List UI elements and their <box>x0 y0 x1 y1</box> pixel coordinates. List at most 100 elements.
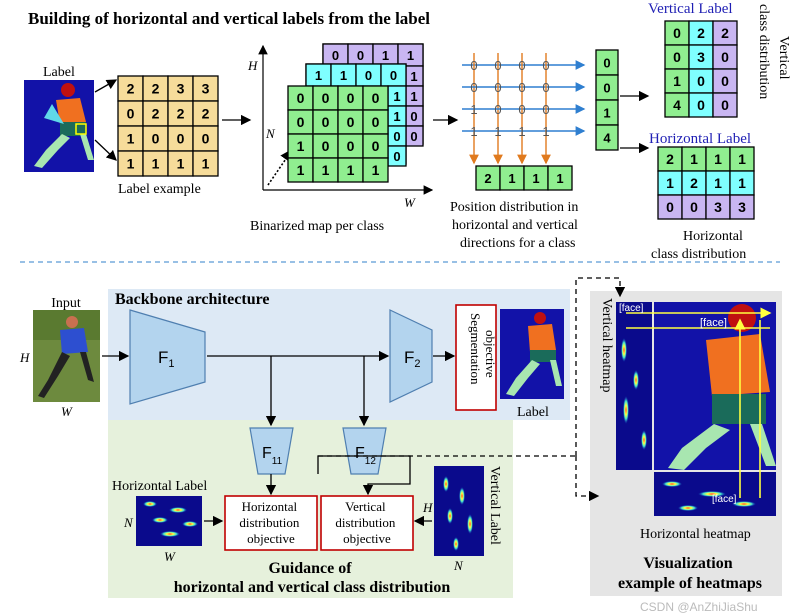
horizontal-label-cell-1-0: 1 <box>666 175 674 191</box>
position-caption: Position distribution in horizontal and … <box>450 200 582 251</box>
horizontal-label-title: Horizontal Label <box>649 131 751 147</box>
binary-cell-2-0: 1 <box>297 138 305 154</box>
col-sum-cell-0: 2 <box>484 171 491 186</box>
f1-label: F1 <box>158 348 175 370</box>
horizontal-label-cell-0-3: 1 <box>738 151 746 167</box>
horizontal-label-cell-2-0: 0 <box>666 199 674 215</box>
purple-top-cell-2: 1 <box>382 48 389 63</box>
face-tag-vertical: [face] <box>619 303 644 314</box>
horizontal-label-cell-0-0: 2 <box>666 151 674 167</box>
f2-label: F2 <box>404 348 421 370</box>
binary-cell-1-0: 0 <box>297 114 305 130</box>
heat-v-n-label: N <box>453 558 464 573</box>
cyan-side-cell-1: 1 <box>393 109 400 124</box>
label-caption: Label <box>43 65 75 80</box>
vertical-label-cell-0-2-bg <box>712 20 738 46</box>
position-grid-value-3-3: 1 <box>542 124 549 139</box>
col-sum-cell-2: 1 <box>532 171 539 186</box>
vertical-heatmap-caption: Vertical heatmap <box>599 298 614 392</box>
backbone-title: Backbone architecture <box>115 291 270 308</box>
label-example-cell-3-1: 1 <box>152 156 160 172</box>
row-sum-cell-3-bg <box>595 124 619 151</box>
label-example-cell-1-2: 2 <box>177 106 185 122</box>
label-example-cell-1-0: 0 <box>127 106 135 122</box>
vertical-label-heat-title: Vertical Label <box>487 466 502 545</box>
horizontal-label-cell-1-0-bg <box>657 170 683 196</box>
watermark: CSDN @AnZhiJiaShu <box>640 600 758 614</box>
position-grid-value-3-2: 1 <box>518 124 525 139</box>
vertical-label-cell-1-0-bg <box>664 44 690 70</box>
segmentation-objective-line1: Segmentation <box>468 313 483 385</box>
label-example-cell-2-2: 0 <box>177 131 185 147</box>
vertical-label-heatmap <box>434 466 484 556</box>
cyan-side-cell-0: 1 <box>393 89 400 104</box>
position-grid-value-1-3: 0 <box>542 80 549 95</box>
vertical-class-caption-0: Vertical <box>776 36 791 80</box>
row-sum-cell-3: 4 <box>603 131 611 146</box>
vertical-label-cell-1-0: 0 <box>673 49 681 65</box>
label-example-cell-2-1-bg <box>142 125 169 152</box>
purple-top-cell-1: 0 <box>357 48 364 63</box>
binary-cell-3-2: 1 <box>347 162 355 178</box>
purple-side-cell-1: 1 <box>410 89 417 104</box>
cyan-top-cell-1: 1 <box>340 68 347 83</box>
top-title: Building of horizontal and vertical labe… <box>28 9 430 28</box>
vertical-label-cell-0-1-bg <box>688 20 714 46</box>
vertical-label-cell-2-2-bg <box>712 68 738 94</box>
cyan-top-cell-2: 0 <box>365 68 372 83</box>
horizontal-objective-box <box>224 495 318 551</box>
position-grid-value-1-2: 0 <box>518 80 525 95</box>
row-sum-cell-0: 0 <box>603 56 610 71</box>
label-example-cell-0-1: 2 <box>152 81 160 97</box>
vertical-label-cell-3-1-bg <box>688 92 714 118</box>
label-example-cell-1-1: 2 <box>152 106 160 122</box>
binary-cell-0-3: 0 <box>372 90 380 106</box>
position-grid-value-2-3: 0 <box>542 102 549 117</box>
vertical-class-caption-1: class distribution <box>756 4 771 99</box>
label-example-cell-1-1-bg <box>142 100 169 127</box>
horizontal-label-cell-0-2-bg <box>705 146 731 172</box>
input-w-label: W <box>61 404 73 419</box>
vertical-label-cell-3-2: 0 <box>721 97 729 113</box>
binary-cell-0-0: 0 <box>297 90 305 106</box>
horizontal-label-cell-0-1-bg <box>681 146 707 172</box>
label-example-cell-3-3: 1 <box>202 156 210 172</box>
f2-block <box>389 309 433 403</box>
label-example-cell-3-3-bg <box>192 150 219 177</box>
binary-cell-2-1: 0 <box>322 138 330 154</box>
binary-cell-3-1: 1 <box>322 162 330 178</box>
binary-cell-2-3-bg <box>362 133 389 159</box>
vertical-label-cell-0-2: 2 <box>721 25 729 41</box>
binary-cell-1-2: 0 <box>347 114 355 130</box>
binary-cell-1-3: 0 <box>372 114 380 130</box>
label-example-cell-1-3: 2 <box>202 106 210 122</box>
vertical-label-cell-1-1-bg <box>688 44 714 70</box>
segmentation-objective-line2: objective <box>483 330 498 378</box>
horizontal-label-cell-1-3: 1 <box>738 175 746 191</box>
binary-cell-3-3: 1 <box>372 162 380 178</box>
label-example-cell-0-0: 2 <box>127 81 135 97</box>
input-photo <box>33 310 100 402</box>
f1-block <box>129 309 206 405</box>
position-grid-value-3-0: 1 <box>470 124 477 139</box>
cyan-side-cell-2: 0 <box>393 129 400 144</box>
binary-cell-3-0: 1 <box>297 162 305 178</box>
label-example-cell-3-2: 1 <box>177 156 185 172</box>
position-grid-value-1-0: 0 <box>470 80 477 95</box>
f11-label: F11 <box>262 445 283 467</box>
axis-w-label: W <box>404 195 416 210</box>
label-mask-image <box>24 80 94 172</box>
vertical-objective-text: Vertical distribution objective <box>335 499 398 546</box>
binary-cell-3-0-bg <box>287 157 314 183</box>
cyan-side-cell-3: 0 <box>393 149 400 164</box>
horizontal-label-cell-1-1-bg <box>681 170 707 196</box>
axis-h-label: H <box>247 58 258 73</box>
horizontal-heatmap-caption: Horizontal heatmap <box>640 527 751 542</box>
